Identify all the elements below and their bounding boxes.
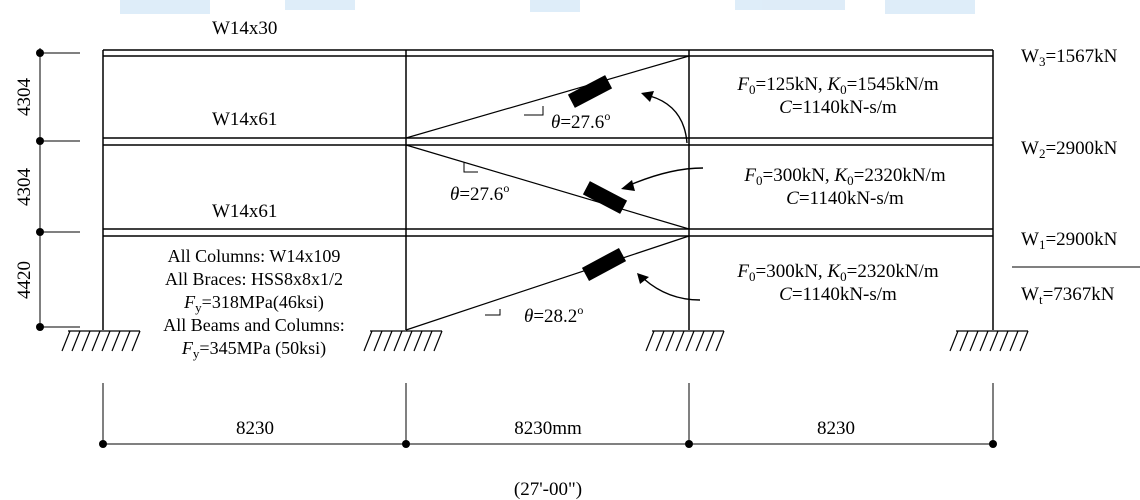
damper-block-story3: [567, 75, 613, 108]
arrows: [629, 95, 704, 301]
damper-blocks: [567, 75, 628, 282]
span-dimension: [99, 383, 997, 448]
angle-marks: [463, 106, 544, 316]
damper-c-story2: C=1140kN-s/m: [786, 188, 904, 209]
weight-w2: W2=2900kN: [1021, 138, 1118, 161]
columns: [102, 50, 994, 330]
support-2: [363, 330, 443, 352]
span-label-2: 8230mm: [514, 418, 582, 439]
weight-w3: W3=1567kN: [1021, 46, 1118, 69]
damper-c-story3: C=1140kN-s/m: [779, 97, 897, 118]
damper-block-story2: [582, 181, 628, 214]
note-columns: All Columns: W14x109: [168, 246, 341, 266]
beams: [103, 49, 993, 237]
weight-wt: Wt=7367kN: [1021, 284, 1115, 307]
watermark-strip: [120, 0, 975, 14]
damper-fk-story3: F0=125kN, K0=1545kN/m: [736, 74, 938, 97]
level2-beam-label: W14x61: [212, 201, 277, 222]
span-label-1: 8230: [236, 418, 274, 439]
height-dimension: [36, 48, 80, 331]
supports: [61, 330, 1029, 352]
note-fy-brace: Fy=318MPa(46ksi): [183, 292, 324, 315]
note-fy-bc: Fy=345MPa (50ksi): [181, 338, 326, 361]
angle-label-story1: θ=28.2o: [524, 303, 583, 327]
damper-c-story1: C=1140kN-s/m: [779, 284, 897, 305]
damper-fk-story2: F0=300kN, K0=2320kN/m: [743, 165, 945, 188]
span-dot-4: [989, 440, 997, 448]
story-height-3: 4304: [14, 78, 35, 117]
angle-label-story3: θ=27.6o: [551, 109, 610, 133]
span-dot-2: [402, 440, 410, 448]
story-height-2: 4304: [14, 168, 35, 207]
note-beams-columns: All Beams and Columns:: [163, 315, 345, 335]
span-dot-3: [685, 440, 693, 448]
arrowheads: [621, 91, 654, 284]
weight-w1: W1=2900kN: [1021, 229, 1118, 252]
support-3: [645, 330, 725, 352]
damper-fk-story1: F0=300kN, K0=2320kN/m: [736, 261, 938, 284]
braces: [405, 55, 690, 331]
level3-beam-label: W14x61: [212, 109, 277, 130]
roof-beam-label: W14x30: [212, 18, 277, 39]
span-dot-1: [99, 440, 107, 448]
support-4: [949, 330, 1029, 352]
angle-label-story2: θ=27.6o: [450, 181, 509, 205]
note-braces: All Braces: HSS8x8x1/2: [165, 269, 343, 289]
story-height-1: 4420: [14, 261, 35, 299]
span-label-3: 8230: [817, 418, 855, 439]
damper-block-story1: [581, 247, 627, 282]
support-1: [61, 330, 141, 352]
span-imperial: (27'-00"): [514, 479, 582, 500]
